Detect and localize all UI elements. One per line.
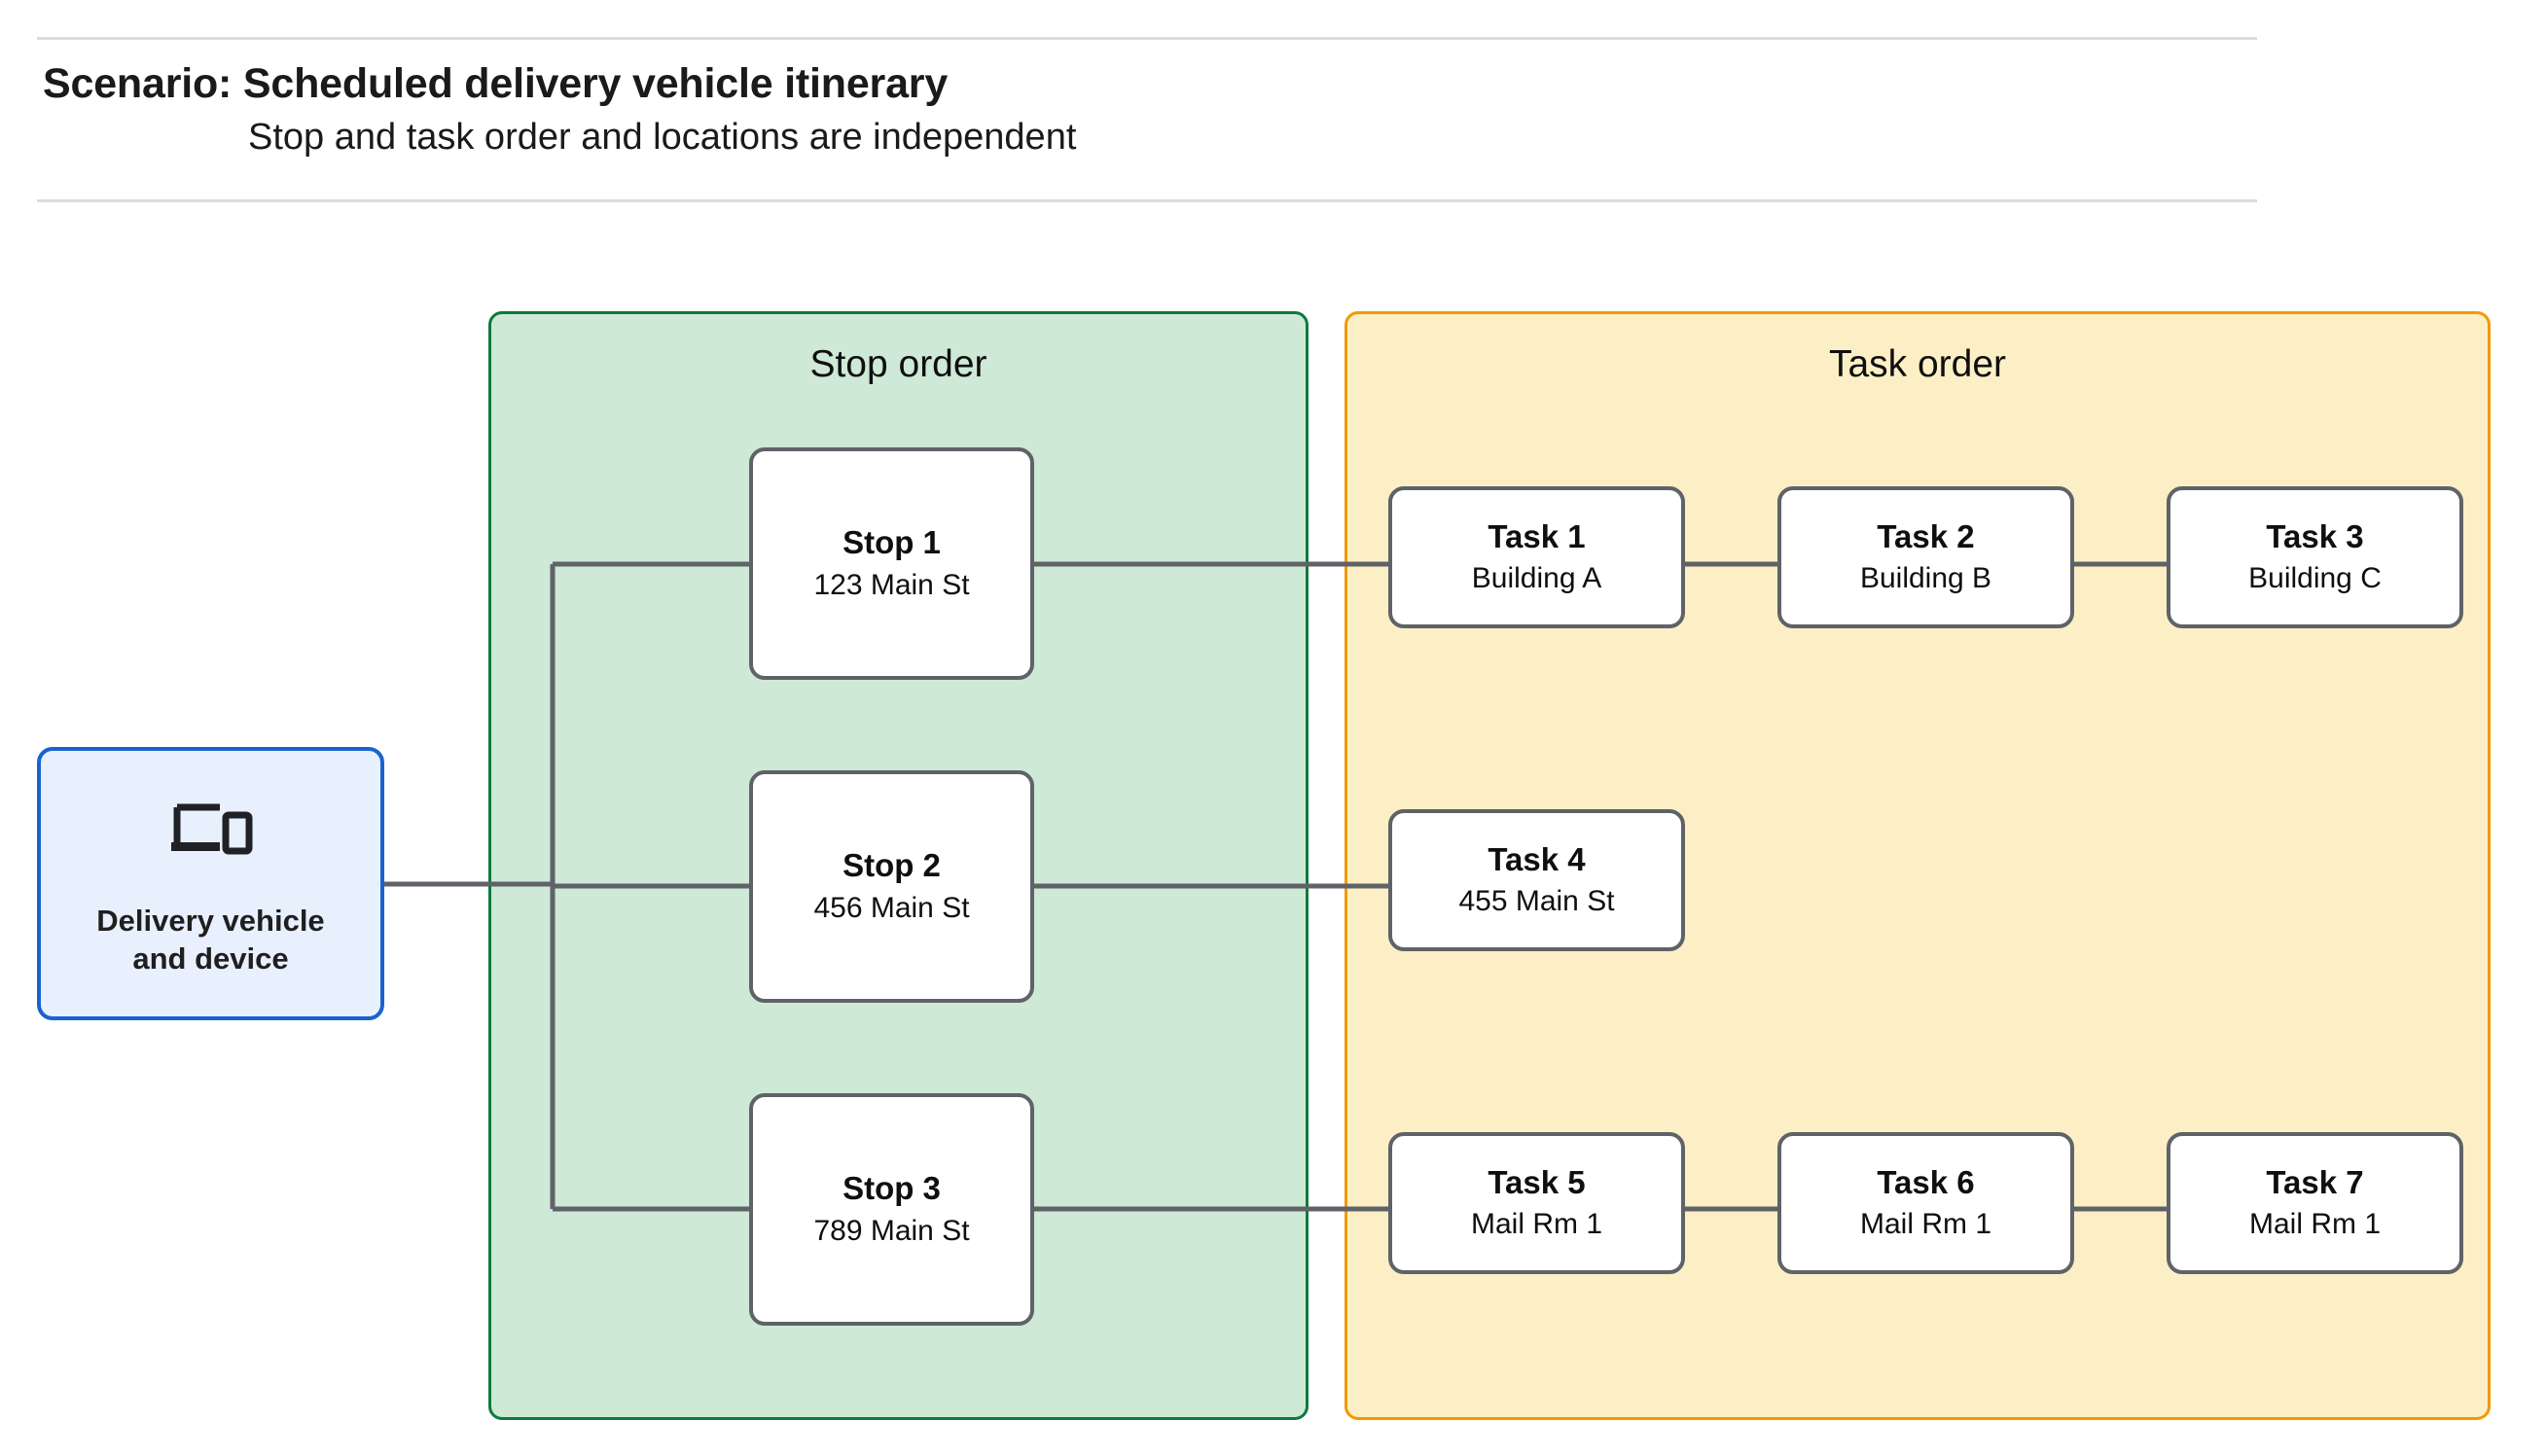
header-divider-top: [37, 37, 2257, 40]
page-subtitle: Stop and task order and locations are in…: [248, 117, 1077, 158]
stop-order-group-title: Stop order: [809, 343, 987, 385]
stop-node-title: Stop 3: [843, 1170, 941, 1207]
devices-icon: [169, 799, 253, 860]
task-node-location: Mail Rm 1: [2248, 1208, 2381, 1241]
stop-node-title: Stop 2: [843, 847, 941, 884]
stop-node-location: 789 Main St: [813, 1214, 970, 1247]
task-node-location: Mail Rm 1: [1470, 1208, 1602, 1241]
delivery-vehicle-label-line-1: Delivery vehicle: [96, 904, 325, 938]
task-node-title: Task 6: [1877, 1163, 1975, 1200]
delivery-vehicle-label-line-2: and device: [132, 941, 289, 976]
task-node-6[interactable]: Task 6 Mail Rm 1: [1777, 1132, 2074, 1274]
stop-node-2[interactable]: Stop 2 456 Main St: [749, 770, 1034, 1003]
task-node-location: Building B: [1859, 562, 1992, 595]
task-node-title: Task 3: [2266, 517, 2364, 554]
task-node-3[interactable]: Task 3 Building C: [2167, 486, 2463, 628]
page-title: Scenario: Scheduled delivery vehicle iti…: [43, 60, 949, 107]
task-node-title: Task 7: [2266, 1163, 2364, 1200]
task-node-4[interactable]: Task 4 455 Main St: [1388, 809, 1685, 951]
header-divider-bottom: [37, 199, 2257, 202]
delivery-vehicle-label: Delivery vehicle and device: [96, 903, 324, 978]
task-order-group-title: Task order: [1828, 343, 2007, 385]
stop-node-location: 456 Main St: [813, 891, 970, 924]
task-node-5[interactable]: Task 5 Mail Rm 1: [1388, 1132, 1685, 1274]
stop-node-3[interactable]: Stop 3 789 Main St: [749, 1093, 1034, 1326]
task-node-1[interactable]: Task 1 Building A: [1388, 486, 1685, 628]
delivery-vehicle-and-device-node[interactable]: Delivery vehicle and device: [37, 747, 384, 1020]
task-node-location: Building A: [1471, 562, 1602, 595]
task-node-location: Building C: [2248, 562, 2382, 595]
task-node-title: Task 2: [1877, 517, 1975, 554]
task-node-location: Mail Rm 1: [1859, 1208, 1991, 1241]
task-node-title: Task 5: [1488, 1163, 1586, 1200]
stop-node-1[interactable]: Stop 1 123 Main St: [749, 447, 1034, 680]
stop-node-title: Stop 1: [843, 524, 941, 561]
task-node-title: Task 4: [1488, 840, 1586, 877]
task-node-2[interactable]: Task 2 Building B: [1777, 486, 2074, 628]
task-node-location: 455 Main St: [1458, 885, 1615, 918]
stop-node-location: 123 Main St: [813, 568, 970, 601]
task-node-7[interactable]: Task 7 Mail Rm 1: [2167, 1132, 2463, 1274]
task-node-title: Task 1: [1488, 517, 1586, 554]
